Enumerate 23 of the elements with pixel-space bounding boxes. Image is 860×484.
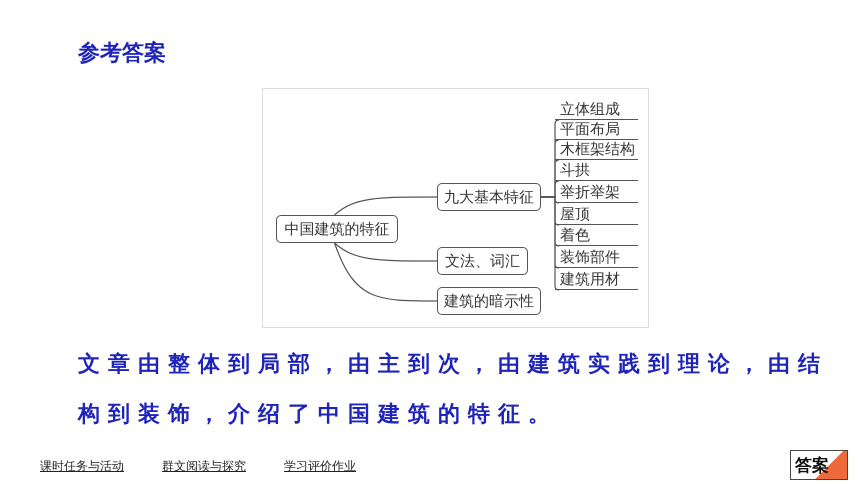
answer-button: 答案 [790,450,848,480]
topic-box: 文法、词汇 [437,247,528,275]
connector-line [334,242,437,302]
nav-link: 课时任务与活动 [40,458,124,475]
list-item: 立体组成 [555,99,638,120]
list-item: 平面布局 [555,120,638,140]
topic-box: 中国建筑的特征 [276,215,398,243]
list-item: 着色 [555,225,638,246]
nav-link: 学习评价作业 [284,458,356,475]
heading: 参考答案 [78,40,166,68]
list-item: 木框架结构 [555,140,638,160]
list-item: 斗拱 [555,160,638,181]
paragraph: 文章由整体到局部，由主到次，由建筑实践到理论，由结构到装饰，介绍了中国建筑的特征。 [78,350,829,429]
list-item: 装饰部件 [555,246,638,268]
topic-box: 九大基本特征 [437,183,541,211]
bracket-line [541,196,560,291]
connector-line [334,196,437,216]
nav-link: 群文阅读与探究 [162,458,246,475]
list-item: 举折举架 [555,181,638,203]
topic-box: 建筑的暗示性 [437,287,541,315]
list-item: 屋顶 [555,203,638,225]
list-item: 建筑用材 [555,268,638,290]
connector-line [334,242,437,262]
